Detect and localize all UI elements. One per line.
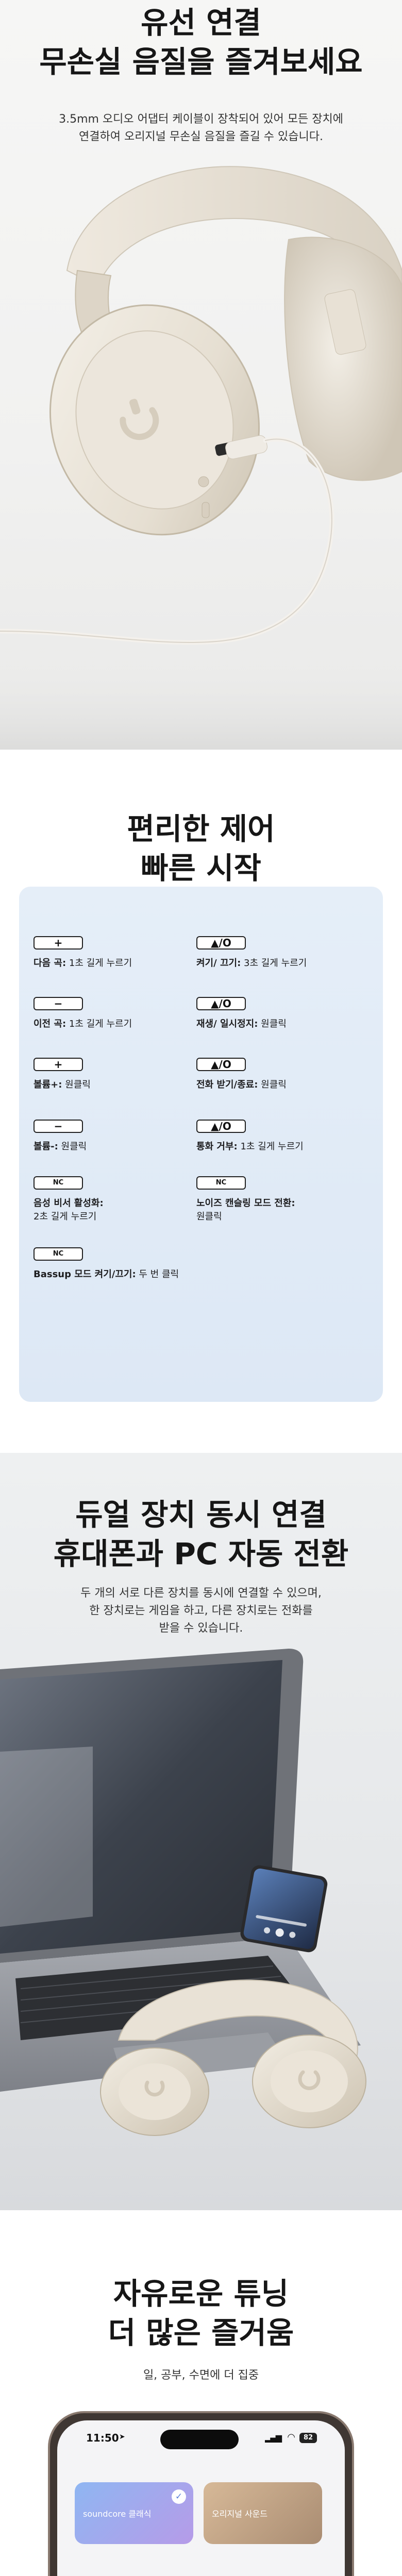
wired-title-line1: 유선 연결 — [141, 5, 261, 40]
controls-section: 편리한 제어 빠른 시작 + 다음 곡: 1초 길게 누르기 ▲/O 켜기/ 끄… — [0, 750, 402, 1453]
power-play-button-icon: ▲/O — [196, 1058, 246, 1071]
status-time: 11:50 — [86, 2432, 119, 2444]
dual-desc-line3: 받을 수 있습니다. — [159, 1622, 243, 1635]
eq-card-classic-label: soundcore 클래식 — [83, 2509, 152, 2519]
tuning-title-line1: 자유로운 튜닝 — [113, 2276, 289, 2311]
tuning-subtitle: 일, 공부, 수면에 더 집중 — [143, 2369, 259, 2382]
control-power: ▲/O 켜기/ 끄기: 3초 길게 누르기 — [196, 936, 307, 970]
control-volume-up: + 볼륨+: 원클릭 — [34, 1058, 91, 1092]
control-label: 전화 받기/종료: 원클릭 — [196, 1079, 287, 1090]
phone-mockup: 11:50 ➤ ▂▄▆ ◠ 82 soundcore 클래식 ✓ 오리지널 사운… — [48, 2411, 354, 2576]
control-label: 볼륨+: 원클릭 — [34, 1079, 91, 1090]
dual-title-line2: 휴대폰과 PC 자동 전환 — [53, 1536, 349, 1571]
control-previous-track: − 이전 곡: 1초 길게 누르기 — [34, 997, 132, 1031]
wifi-icon: ◠ — [287, 2432, 295, 2443]
power-play-button-icon: ▲/O — [196, 997, 246, 1010]
wired-desc-line2: 연결하여 오리지널 무손실 음질을 즐길 수 있습니다. — [79, 130, 323, 143]
headphone-wired-image — [0, 166, 402, 750]
nc-button-icon: NC — [196, 1176, 246, 1190]
control-noise-cancel: NC 노이즈 캔슬링 모드 전환:원클릭 — [196, 1176, 295, 1224]
headphone-image — [100, 1979, 366, 2136]
dual-title-line1: 듀얼 장치 동시 연결 — [75, 1497, 327, 1532]
signal-icon: ▂▄▆ — [265, 2433, 282, 2443]
control-reject-call: ▲/O 통화 거부: 1초 길게 누르기 — [196, 1120, 304, 1154]
controls-panel: + 다음 곡: 1초 길게 누르기 ▲/O 켜기/ 끄기: 3초 길게 누르기 … — [19, 887, 383, 1402]
control-next-track: + 다음 곡: 1초 길게 누르기 — [34, 936, 132, 970]
battery-icon: 82 — [299, 2433, 317, 2443]
wired-section: 유선 연결 무손실 음질을 즐겨보세요 3.5mm 오디오 어댑터 케이블이 장… — [0, 0, 402, 750]
dual-connect-section: 듀얼 장치 동시 연결 휴대폰과 PC 자동 전환 두 개의 서로 다른 장치를… — [0, 1453, 402, 2210]
check-icon: ✓ — [172, 2489, 186, 2504]
laptop-phone-headphone-image — [0, 1649, 366, 2136]
wired-desc-line1: 3.5mm 오디오 어댑터 케이블이 장착되어 있어 모든 장치에 — [59, 113, 343, 126]
tuning-title-line2: 더 많은 즐거움 — [108, 2315, 294, 2350]
control-label: 재생/ 일시정지: 원클릭 — [196, 1019, 287, 1029]
control-label: 다음 곡: 1초 길게 누르기 — [34, 958, 132, 969]
control-label: 음성 비서 활성화:2초 길게 누르기 — [34, 1198, 104, 1222]
location-icon: ➤ — [119, 2433, 125, 2441]
control-bassup: NC Bassup 모드 켜기/끄기: 두 번 클릭 — [34, 1247, 179, 1281]
minus-button-icon: − — [34, 997, 83, 1010]
control-label: Bassup 모드 켜기/끄기: 두 번 클릭 — [34, 1269, 179, 1280]
power-play-button-icon: ▲/O — [196, 1120, 246, 1133]
dynamic-island — [160, 2430, 239, 2449]
brand-logo-icon — [120, 399, 159, 440]
control-label: 노이즈 캔슬링 모드 전환:원클릭 — [196, 1198, 295, 1222]
control-volume-down: − 볼륨-: 원클릭 — [34, 1120, 87, 1154]
controls-title-line1: 편리한 제어 — [127, 811, 275, 846]
eq-card-classic[interactable]: soundcore 클래식 ✓ — [75, 2482, 193, 2544]
nc-button-icon: NC — [34, 1247, 83, 1261]
plus-button-icon: + — [34, 1058, 83, 1071]
minus-button-icon: − — [34, 1120, 83, 1133]
dual-desc-line1: 두 개의 서로 다른 장치를 동시에 연결할 수 있으며, — [80, 1587, 322, 1600]
phone-screen: 11:50 ➤ ▂▄▆ ◠ 82 soundcore 클래식 ✓ 오리지널 사운… — [57, 2420, 345, 2576]
control-label: 통화 거부: 1초 길게 누르기 — [196, 1141, 304, 1152]
power-play-button-icon: ▲/O — [196, 936, 246, 950]
smartphone-image — [240, 1865, 328, 1953]
control-label: 볼륨-: 원클릭 — [34, 1141, 87, 1152]
tuning-section: 자유로운 튜닝 더 많은 즐거움 일, 공부, 수면에 더 집중 11:50 ➤… — [0, 2210, 402, 2576]
controls-title-line2: 빠른 시작 — [141, 851, 261, 886]
dual-desc-line2: 한 장치로는 게임을 하고, 다른 장치로는 전화를 — [89, 1604, 313, 1617]
status-bar: 11:50 ➤ ▂▄▆ ◠ 82 — [57, 2430, 345, 2450]
plus-button-icon: + — [34, 936, 83, 950]
eq-card-original-label: 오리지널 사운드 — [212, 2509, 268, 2519]
control-label: 이전 곡: 1초 길게 누르기 — [34, 1019, 132, 1029]
control-label: 켜기/ 끄기: 3초 길게 누르기 — [196, 958, 307, 969]
control-play-pause: ▲/O 재생/ 일시정지: 원클릭 — [196, 997, 287, 1031]
control-voice-assistant: NC 음성 비서 활성화:2초 길게 누르기 — [34, 1176, 104, 1224]
control-answer-call: ▲/O 전화 받기/종료: 원클릭 — [196, 1058, 287, 1092]
wired-title-line2: 무손실 음질을 즐겨보세요 — [39, 44, 363, 79]
nc-button-icon: NC — [34, 1176, 83, 1190]
eq-card-original[interactable]: 오리지널 사운드 — [204, 2482, 322, 2544]
